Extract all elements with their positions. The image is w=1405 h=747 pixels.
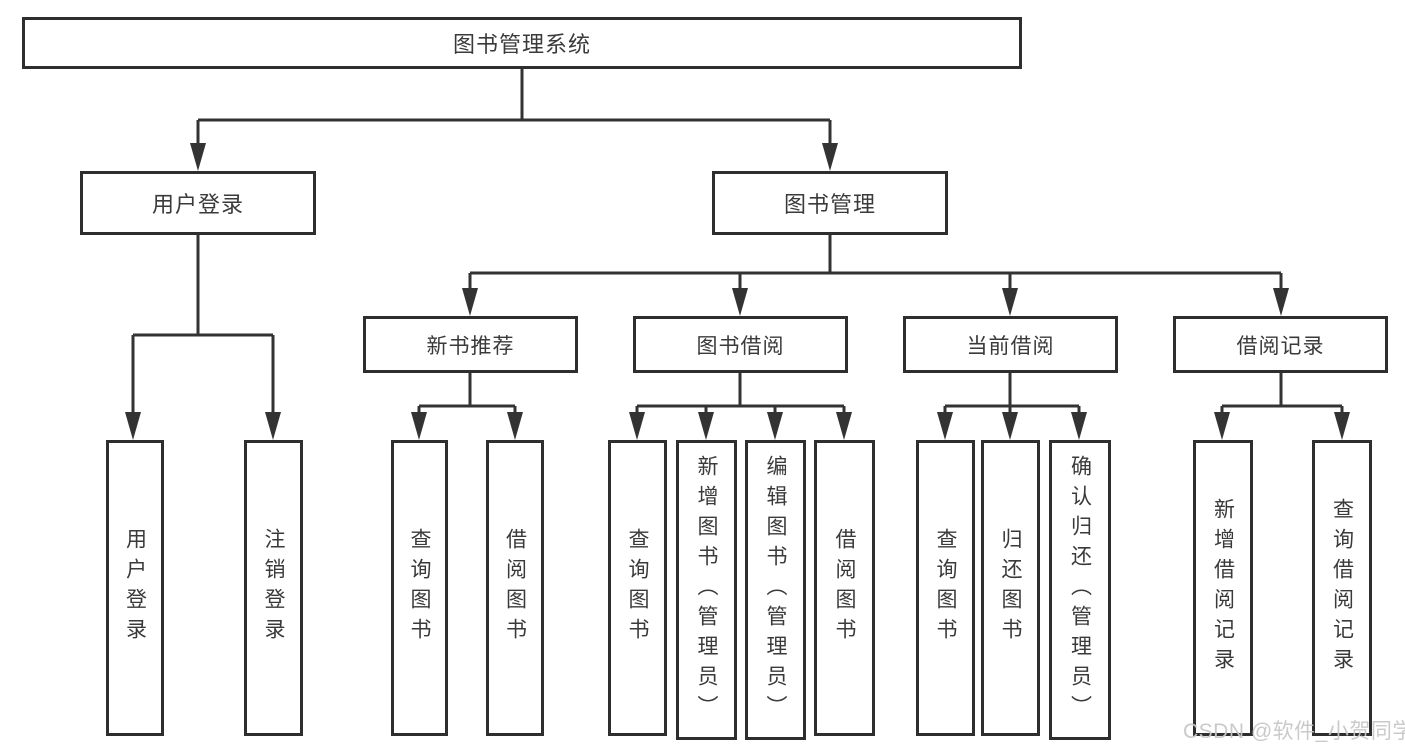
- arrow-down-icon: [265, 412, 281, 440]
- connector-new-book-branch: [411, 373, 523, 440]
- node-book-mgmt: 图书管理: [712, 171, 948, 235]
- node-current-borrow: 当前借阅: [903, 316, 1118, 373]
- arrow-down-icon: [1002, 412, 1018, 440]
- arrow-down-icon: [937, 412, 953, 440]
- connector-user-login-branch: [125, 235, 281, 440]
- arrow-down-icon: [698, 412, 714, 440]
- arrow-down-icon: [822, 143, 838, 171]
- connector-borrow-record-branch: [1214, 373, 1350, 440]
- leaf-confirm-return-admin: 确认归还（管理员）: [1049, 440, 1111, 740]
- arrow-down-icon: [1273, 288, 1289, 316]
- leaf-user-login: 用户登录: [106, 440, 164, 736]
- leaf-query-books-1: 查询图书: [391, 440, 448, 736]
- arrow-down-icon: [1334, 412, 1350, 440]
- leaf-borrow-books-2: 借阅图书: [814, 440, 875, 736]
- arrow-down-icon: [190, 143, 206, 171]
- connector-root-branch: [190, 69, 838, 171]
- arrow-down-icon: [836, 412, 852, 440]
- arrow-down-icon: [1071, 412, 1087, 440]
- arrow-down-icon: [732, 288, 748, 316]
- leaf-add-borrow-record: 新增借阅记录: [1193, 440, 1253, 736]
- connector-book-mgmt-branch: [462, 235, 1289, 316]
- node-borrow-record: 借阅记录: [1173, 316, 1388, 373]
- connector-current-borrow-branch: [937, 373, 1087, 440]
- arrow-down-icon: [125, 412, 141, 440]
- arrow-down-icon: [462, 288, 478, 316]
- arrow-down-icon: [1214, 412, 1230, 440]
- node-new-book-recommend: 新书推荐: [363, 316, 578, 373]
- node-system-root: 图书管理系统: [22, 17, 1022, 69]
- leaf-query-books-2: 查询图书: [608, 440, 667, 736]
- leaf-add-books-admin: 新增图书（管理员）: [676, 440, 737, 740]
- arrow-down-icon: [507, 412, 523, 440]
- connector-book-borrow-branch: [629, 373, 852, 440]
- leaf-edit-books-admin: 编辑图书（管理员）: [745, 440, 806, 740]
- leaf-borrow-books-1: 借阅图书: [486, 440, 544, 736]
- arrow-down-icon: [1002, 288, 1018, 316]
- leaf-logout: 注销登录: [244, 440, 303, 736]
- arrow-down-icon: [629, 412, 645, 440]
- leaf-return-books: 归还图书: [981, 440, 1040, 736]
- csdn-watermark: CSDN @软件_小贺同学: [1183, 720, 1405, 743]
- arrow-down-icon: [411, 412, 427, 440]
- arrow-down-icon: [767, 412, 783, 440]
- node-user-login: 用户登录: [80, 171, 316, 235]
- leaf-query-books-3: 查询图书: [916, 440, 975, 736]
- leaf-query-borrow-record: 查询借阅记录: [1312, 440, 1372, 736]
- node-book-borrow: 图书借阅: [633, 316, 848, 373]
